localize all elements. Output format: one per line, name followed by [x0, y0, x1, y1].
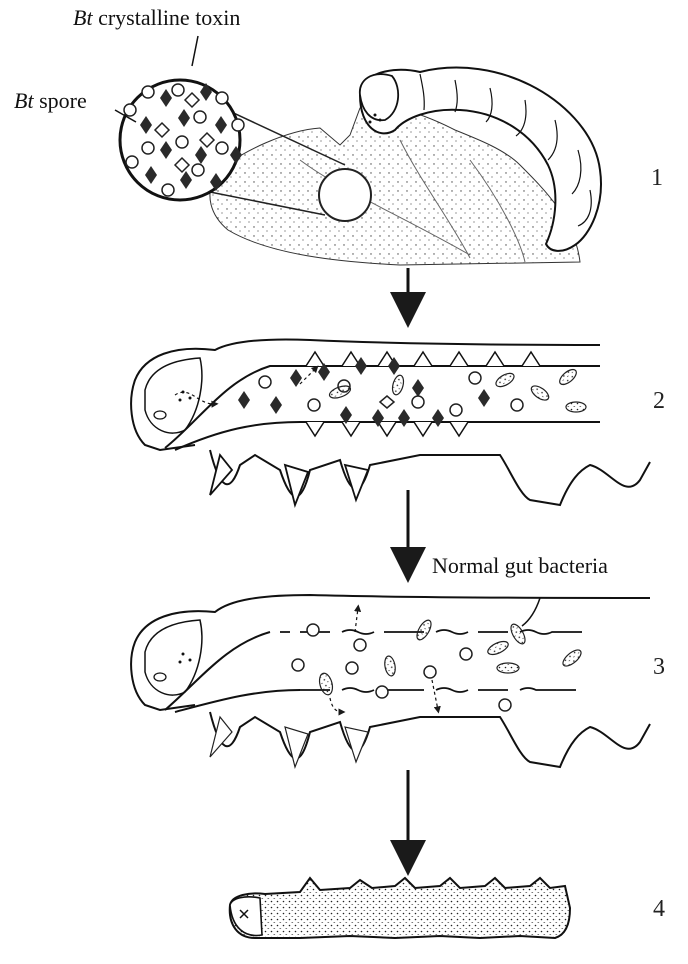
label-bt-spore: Bt spore [14, 88, 87, 114]
step-number-3: 3 [653, 654, 665, 681]
panel-3-gut-breached [131, 595, 650, 767]
step-number-2: 2 [653, 388, 665, 415]
leaf-detail-circle [319, 169, 371, 221]
panel-2-toxin-attacking-gut [131, 339, 650, 505]
label-normal-gut-bacteria: Normal gut bacteria [432, 553, 608, 579]
step-number-4: 4 [653, 896, 665, 923]
label-bt-crystalline-toxin: Bt crystalline toxin [73, 5, 240, 31]
panel-4-dead-larva [230, 878, 570, 938]
panel-1-leaf-and-larva [115, 36, 601, 265]
step-number-1: 1 [651, 165, 663, 192]
